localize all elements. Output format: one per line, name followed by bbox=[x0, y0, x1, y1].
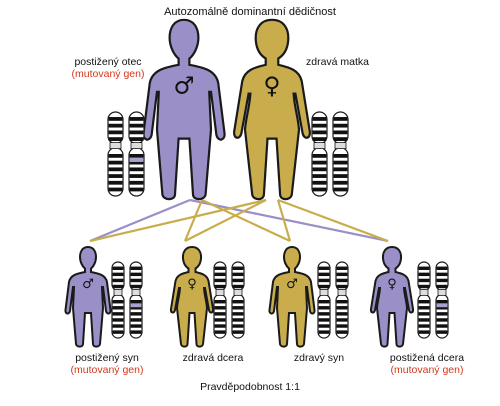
father-label: postižený otec bbox=[74, 56, 142, 68]
father-chromosomes-b bbox=[128, 111, 145, 197]
child-2-chromosomes-a bbox=[213, 261, 227, 339]
inheritance-line-8 bbox=[277, 198, 389, 243]
female-symbol-icon: ♀ bbox=[387, 277, 397, 292]
child-1-note: (mutovaný gen) bbox=[70, 364, 144, 376]
child-3-chromosomes-a bbox=[317, 261, 331, 339]
child-4-label: postižená dcera bbox=[389, 352, 465, 364]
inheritance-line-2 bbox=[189, 198, 389, 243]
figures: ♂ ♀ ♂ ♀ ♂ ♀ bbox=[64, 18, 415, 348]
inheritance-line-4 bbox=[201, 199, 291, 242]
female-symbol-icon: ♀ bbox=[263, 72, 280, 100]
inheritance-line-7 bbox=[276, 199, 292, 242]
inheritance-line-6 bbox=[184, 199, 267, 242]
child-4-chromosomes-b bbox=[435, 261, 449, 339]
child-2-chromosomes-b bbox=[231, 261, 245, 339]
probability-label: Pravděpodobnost 1:1 bbox=[200, 381, 300, 393]
father-note: (mutovaný gen) bbox=[71, 68, 145, 80]
child-1-chromosomes-a bbox=[111, 261, 125, 339]
inheritance-line-5 bbox=[89, 198, 267, 243]
female-symbol-icon: ♀ bbox=[187, 277, 197, 292]
father-figure: ♂ bbox=[142, 18, 226, 201]
chromosomes bbox=[107, 111, 449, 339]
child-3-label: zdravý syn bbox=[293, 352, 345, 364]
male-symbol-icon: ♂ bbox=[174, 72, 195, 100]
child-4-note: (mutovaný gen) bbox=[390, 364, 464, 376]
child-1-chromosomes-b bbox=[129, 261, 143, 339]
male-symbol-icon: ♂ bbox=[82, 277, 94, 292]
father-chromosomes-a bbox=[107, 111, 124, 197]
inheritance-line-3 bbox=[183, 199, 204, 242]
child-2-figure: ♀ bbox=[169, 245, 215, 348]
diagram-title: Autozomálně dominantní dědičnost bbox=[164, 6, 336, 18]
inheritance-line-1 bbox=[89, 198, 191, 243]
mother-figure: ♀ bbox=[233, 18, 311, 201]
mother-chromosomes-b bbox=[332, 111, 349, 197]
child-3-chromosomes-b bbox=[335, 261, 349, 339]
child-1-figure: ♂ bbox=[64, 245, 112, 348]
mother-chromosomes-a bbox=[311, 111, 328, 197]
mother-label: zdravá matka bbox=[306, 56, 370, 68]
child-3-figure: ♂ bbox=[268, 245, 316, 348]
male-symbol-icon: ♂ bbox=[286, 277, 298, 292]
inheritance-lines bbox=[89, 198, 389, 243]
child-2-label: zdravá dcera bbox=[182, 352, 244, 364]
child-4-figure: ♀ bbox=[369, 245, 415, 348]
child-1-label: postižený syn bbox=[75, 352, 139, 364]
child-4-chromosomes-a bbox=[417, 261, 431, 339]
